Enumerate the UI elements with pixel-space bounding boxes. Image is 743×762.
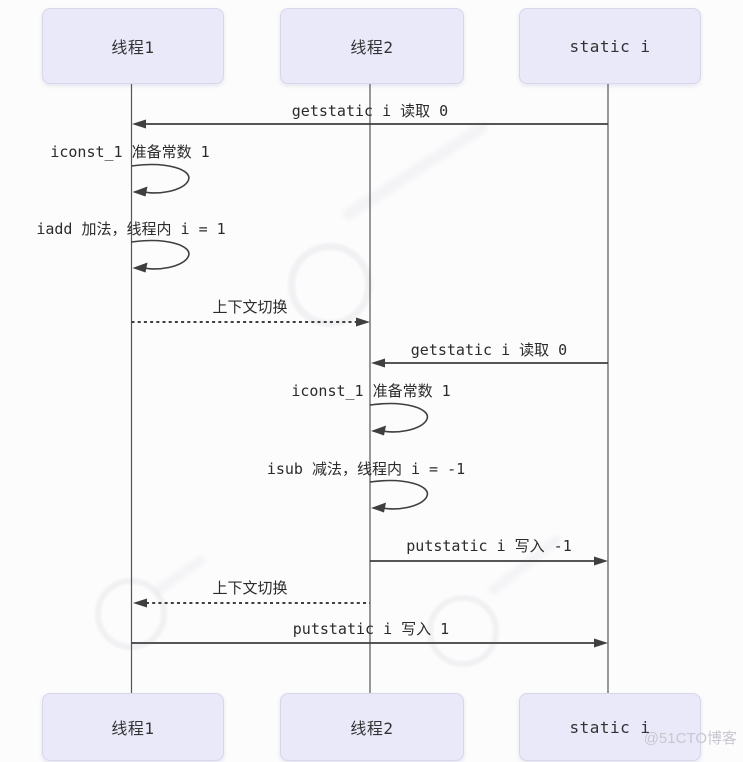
actor-label: 线程1 — [111, 719, 155, 738]
self-loop-iadd-thread1 — [131, 239, 190, 273]
actor-box-static-i-bottom: static i — [519, 693, 701, 761]
arrow-putstatic-minus1 — [370, 556, 608, 566]
message-label-iconst1-thread2: iconst_1 准备常数 1 — [291, 382, 451, 400]
watermark-ring — [288, 243, 372, 327]
actor-label: static i — [569, 36, 651, 56]
arrow-context-switch-2 — [133, 598, 370, 608]
self-loop-iconst1-thread2 — [369, 402, 429, 436]
message-label-iconst1-thread1: iconst_1 准备常数 1 — [50, 143, 210, 161]
message-label-putstatic-minus1: putstatic i 写入 -1 — [406, 537, 572, 555]
watermark-ring — [427, 595, 499, 667]
self-loop-iconst1-thread1 — [131, 163, 190, 197]
actor-box-thread2-top: 线程2 — [280, 8, 464, 84]
actor-box-static-i-top: static i — [519, 8, 701, 84]
message-label-getstatic-thread1: getstatic i 读取 0 — [291, 102, 449, 120]
watermark-credit: @51CTO博客 — [643, 730, 737, 747]
arrow-getstatic-thread2 — [371, 358, 608, 368]
message-label-isub-thread2: isub 减法，线程内 i = -1 — [266, 460, 466, 478]
message-label-context-switch-2: 上下文切换 — [212, 579, 288, 597]
arrow-context-switch-1 — [131, 317, 370, 327]
actor-label: 线程2 — [350, 38, 394, 57]
actor-box-thread1-top: 线程1 — [42, 8, 224, 84]
message-label-context-switch-1: 上下文切换 — [212, 298, 288, 316]
actor-label: 线程1 — [111, 38, 155, 57]
arrow-getstatic-thread1 — [132, 119, 608, 129]
actor-box-thread2-bottom: 线程2 — [280, 693, 464, 761]
actor-label: static i — [569, 717, 651, 737]
message-label-iadd-thread1: iadd 加法，线程内 i = 1 — [36, 220, 226, 238]
arrow-putstatic-1 — [131, 638, 608, 648]
self-loop-isub-thread2 — [369, 479, 429, 513]
message-label-getstatic-thread2: getstatic i 读取 0 — [410, 341, 568, 359]
actor-label: 线程2 — [350, 719, 394, 738]
actor-box-thread1-bottom: 线程1 — [42, 693, 224, 761]
message-label-putstatic-1: putstatic i 写入 1 — [292, 620, 450, 638]
